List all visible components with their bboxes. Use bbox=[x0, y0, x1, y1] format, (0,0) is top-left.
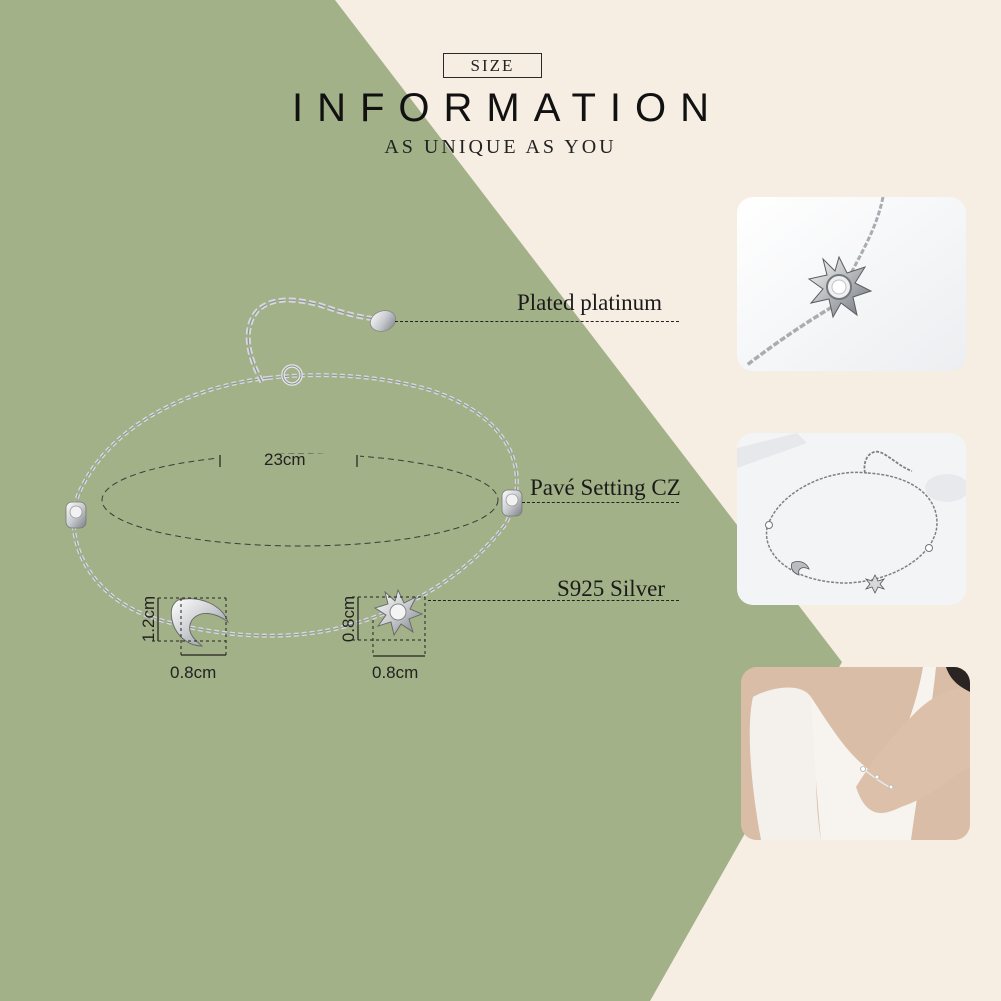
callout-leader-plated bbox=[395, 321, 679, 322]
sun-width-label: 0.8cm bbox=[372, 663, 419, 682]
full-bracelet-photo bbox=[737, 433, 966, 605]
sun-charm-photo bbox=[737, 197, 966, 371]
page-title: INFORMATION bbox=[291, 86, 723, 130]
callout-pave-setting: Pavé Setting CZ bbox=[530, 475, 681, 500]
callout-plated-platinum: Plated platinum bbox=[517, 290, 663, 315]
worn-bracelet-photo bbox=[741, 667, 970, 840]
size-tag: SIZE bbox=[443, 53, 542, 78]
thumbnail-full-bracelet bbox=[737, 433, 966, 605]
circumference-label: 23cm bbox=[264, 450, 306, 469]
moon-width-label: 0.8cm bbox=[170, 663, 217, 682]
moon-height-label: 1.2cm bbox=[139, 595, 159, 643]
sun-height-label: 0.8cm bbox=[339, 595, 359, 643]
thumbnail-sun-charm bbox=[737, 197, 966, 371]
callout-leader-pave bbox=[522, 502, 679, 503]
callout-leader-silver bbox=[428, 600, 679, 601]
callout-s925-silver: S925 Silver bbox=[557, 576, 665, 601]
thumbnail-worn-bracelet bbox=[741, 667, 970, 840]
page-subtitle: AS UNIQUE AS YOU bbox=[384, 136, 617, 158]
